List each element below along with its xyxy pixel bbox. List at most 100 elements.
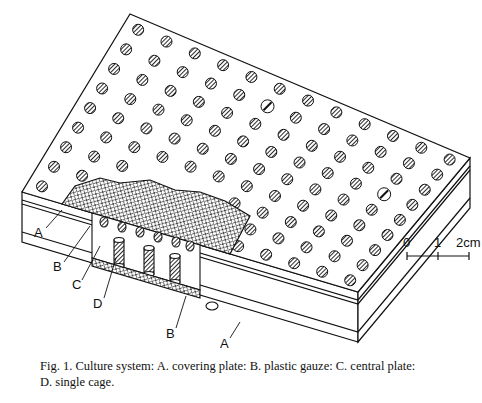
plate-hole: [370, 245, 381, 256]
plate-hole: [387, 130, 398, 141]
plate-hole: [193, 96, 204, 107]
plate-hole: [177, 67, 188, 78]
plate-hole: [153, 104, 164, 115]
plate-hole: [419, 184, 430, 195]
plate-hole: [407, 199, 418, 210]
plate-hole: [382, 230, 393, 241]
plate-hole: [444, 154, 455, 165]
scale-number: 1: [434, 236, 441, 249]
plate-hole: [359, 119, 370, 130]
plate-hole: [141, 123, 152, 134]
plate-hole: [205, 78, 216, 89]
plate-hole: [213, 171, 224, 182]
plate-hole: [273, 233, 284, 244]
plate-hole: [375, 146, 386, 157]
part-letter: A: [220, 337, 229, 350]
plate-hole: [261, 249, 272, 260]
plate-hole: [129, 142, 140, 153]
plate-hole: [185, 161, 196, 172]
plate-hole: [319, 124, 330, 135]
plate-hole: [250, 118, 261, 129]
plate-hole: [341, 235, 352, 246]
plate-hole: [238, 136, 249, 147]
plate-hole: [303, 95, 314, 106]
plate-hole: [109, 63, 120, 74]
plate-hole: [37, 181, 48, 192]
plate-hole: [391, 173, 402, 184]
plate-hole: [269, 190, 280, 201]
plate-hole: [165, 85, 176, 96]
plate-hole: [313, 226, 324, 237]
plate-hole: [432, 169, 443, 180]
plate-stack: [22, 14, 470, 342]
plate-hole: [125, 94, 136, 105]
plate-hole: [261, 100, 274, 113]
plate-hole: [298, 200, 309, 211]
plate-hole: [97, 83, 108, 94]
hole-grid: [37, 24, 456, 286]
plate-hole: [254, 164, 265, 175]
plate-hole: [350, 178, 361, 189]
plate-hole: [378, 188, 391, 201]
plate-hole: [290, 112, 301, 123]
plate-hole: [189, 48, 200, 59]
leader-lines: [46, 210, 240, 338]
plate-hole: [347, 135, 358, 146]
plate-hole: [335, 151, 346, 162]
plate-hole: [266, 146, 277, 157]
part-letter: B: [53, 260, 62, 273]
plate-hole: [294, 157, 305, 168]
plate-hole: [85, 103, 96, 114]
plate-hole: [322, 168, 333, 179]
plate-hole: [169, 133, 180, 144]
plate-hole: [331, 107, 342, 118]
screw-slot: [264, 102, 272, 110]
plate-hole: [338, 194, 349, 205]
plate-hole: [278, 129, 289, 140]
plate-hole: [403, 158, 414, 169]
plate-hole: [121, 44, 132, 55]
plate-hole: [241, 181, 252, 192]
plate-hole: [101, 132, 112, 143]
plate-hole: [49, 161, 60, 172]
lower-gauze: [92, 258, 200, 298]
plate-hole: [197, 143, 208, 154]
scale-bar: [407, 252, 469, 260]
plate-hole: [245, 224, 256, 235]
plate-hole: [137, 74, 148, 85]
plate-hole: [89, 151, 100, 162]
scale-number: 0: [403, 236, 410, 249]
plate-hole: [225, 153, 236, 164]
screw-slot: [380, 190, 388, 198]
plate-hole: [61, 142, 72, 153]
plate-hole: [113, 113, 124, 124]
covering-plate-top: [22, 14, 470, 292]
plate-hole: [317, 266, 328, 277]
single-cage: [170, 254, 180, 285]
plate-hole: [329, 251, 340, 262]
part-letter: D: [93, 297, 102, 310]
figure-caption: Fig. 1. Culture system: A. covering plat…: [40, 358, 420, 391]
plate-hole: [234, 89, 245, 100]
single-cage: [144, 246, 154, 277]
plate-hole: [326, 210, 337, 221]
plate-hole: [149, 55, 160, 66]
plate-hole: [181, 115, 192, 126]
plate-hole: [289, 258, 300, 269]
plate-hole: [416, 142, 427, 153]
plate-hole: [246, 71, 257, 82]
bottom-plate-hole: [206, 302, 218, 310]
plate-hole: [274, 83, 285, 94]
plate-hole: [77, 170, 88, 181]
single-cage: [114, 238, 124, 269]
cutaway: [92, 213, 218, 310]
part-letter: C: [72, 278, 81, 291]
plate-hole: [394, 214, 405, 225]
plate-hole: [306, 140, 317, 151]
plate-hole: [133, 24, 144, 35]
scale-number: 2cm: [456, 236, 481, 249]
plate-hole: [363, 162, 374, 173]
plate-hole: [357, 260, 368, 271]
plate-hole: [345, 275, 356, 286]
